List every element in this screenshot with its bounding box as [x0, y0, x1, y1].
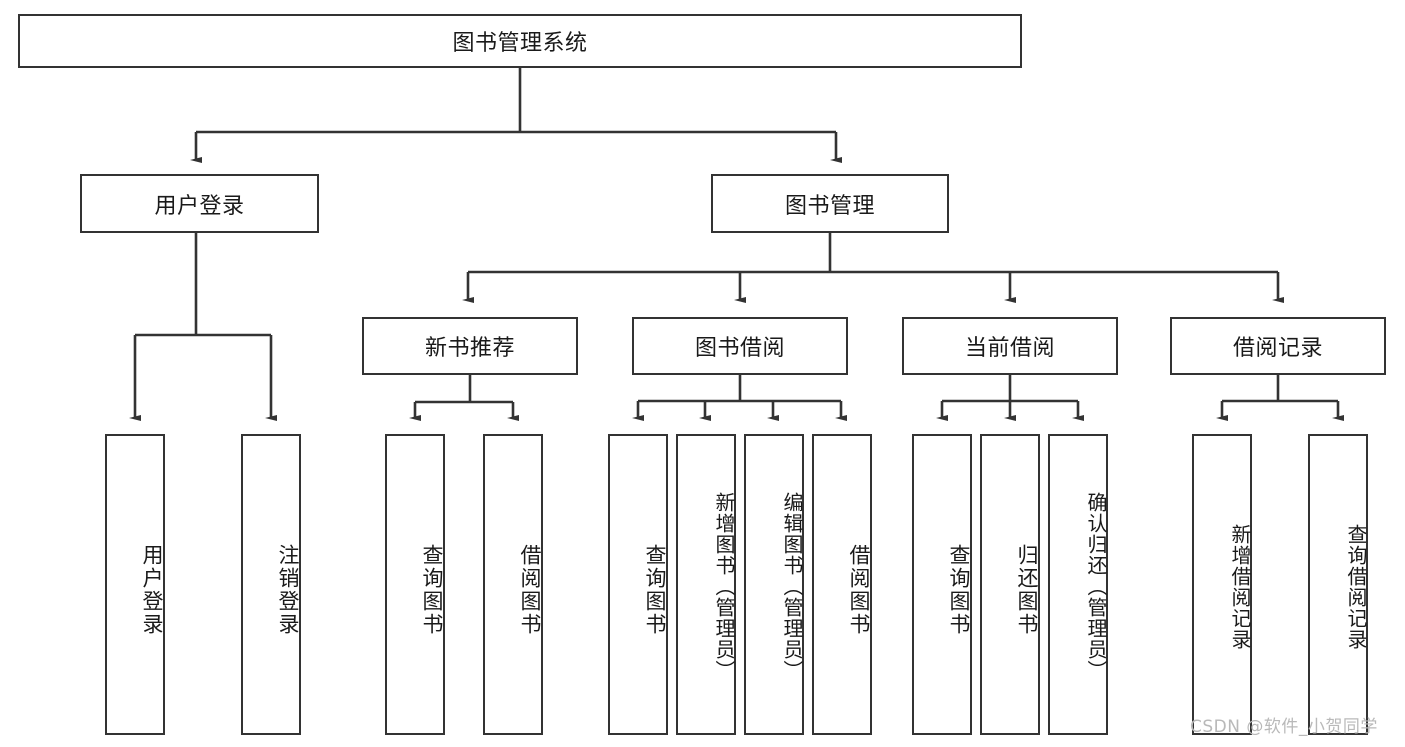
node-leaf-query-book-1[interactable]: 查询图书	[385, 434, 445, 735]
node-leaf-user-login[interactable]: 用户登录	[105, 434, 165, 735]
node-leaf-add-book[interactable]: 新增图书（管理员）	[676, 434, 736, 735]
node-root[interactable]: 图书管理系统	[18, 14, 1022, 68]
node-new-book-recommend-label: 新书推荐	[424, 336, 515, 361]
node-leaf-logout-login[interactable]: 注销登录	[241, 434, 301, 735]
csdn-watermark: CSDN @软件_小贺同学	[1190, 717, 1378, 737]
node-leaf-return-book-label: 归还图书	[1015, 543, 1039, 636]
node-current-borrow-label: 当前借阅	[964, 336, 1055, 361]
node-leaf-confirm-return-label: 确认归还（管理员）	[1084, 492, 1108, 681]
node-user-login-label: 用户登录	[154, 193, 245, 219]
node-leaf-borrow-book-1-label: 借阅图书	[518, 543, 542, 636]
node-leaf-edit-book-label: 编辑图书（管理员）	[780, 492, 804, 681]
node-book-borrow[interactable]: 图书借阅	[632, 317, 848, 375]
node-leaf-borrow-book-2[interactable]: 借阅图书	[812, 434, 872, 735]
node-leaf-return-book[interactable]: 归还图书	[980, 434, 1040, 735]
node-root-label: 图书管理系统	[452, 31, 588, 56]
node-leaf-user-login-label: 用户登录	[140, 543, 164, 636]
node-leaf-add-borrow-record[interactable]: 新增借阅记录	[1192, 434, 1252, 735]
node-leaf-borrow-book-1[interactable]: 借阅图书	[483, 434, 543, 735]
node-current-borrow[interactable]: 当前借阅	[902, 317, 1118, 375]
node-leaf-query-book-2-label: 查询图书	[643, 543, 667, 636]
node-leaf-confirm-return[interactable]: 确认归还（管理员）	[1048, 434, 1108, 735]
node-leaf-query-book-3-label: 查询图书	[947, 543, 971, 636]
node-new-book-recommend[interactable]: 新书推荐	[362, 317, 578, 375]
node-leaf-add-book-label: 新增图书（管理员）	[712, 492, 736, 681]
node-book-management[interactable]: 图书管理	[711, 174, 949, 233]
node-book-management-label: 图书管理	[784, 193, 875, 219]
node-leaf-query-borrow-record[interactable]: 查询借阅记录	[1308, 434, 1368, 735]
node-leaf-edit-book[interactable]: 编辑图书（管理员）	[744, 434, 804, 735]
node-leaf-logout-login-label: 注销登录	[276, 543, 300, 636]
node-book-borrow-label: 图书借阅	[694, 336, 785, 361]
node-borrow-record-label: 借阅记录	[1232, 336, 1323, 361]
node-user-login[interactable]: 用户登录	[80, 174, 319, 233]
node-leaf-query-borrow-record-label: 查询借阅记录	[1344, 523, 1368, 650]
node-borrow-record[interactable]: 借阅记录	[1170, 317, 1386, 375]
node-leaf-query-book-1-label: 查询图书	[420, 543, 444, 636]
node-leaf-query-book-2[interactable]: 查询图书	[608, 434, 668, 735]
node-leaf-add-borrow-record-label: 新增借阅记录	[1228, 523, 1252, 650]
node-leaf-query-book-3[interactable]: 查询图书	[912, 434, 972, 735]
node-leaf-borrow-book-2-label: 借阅图书	[847, 543, 871, 636]
